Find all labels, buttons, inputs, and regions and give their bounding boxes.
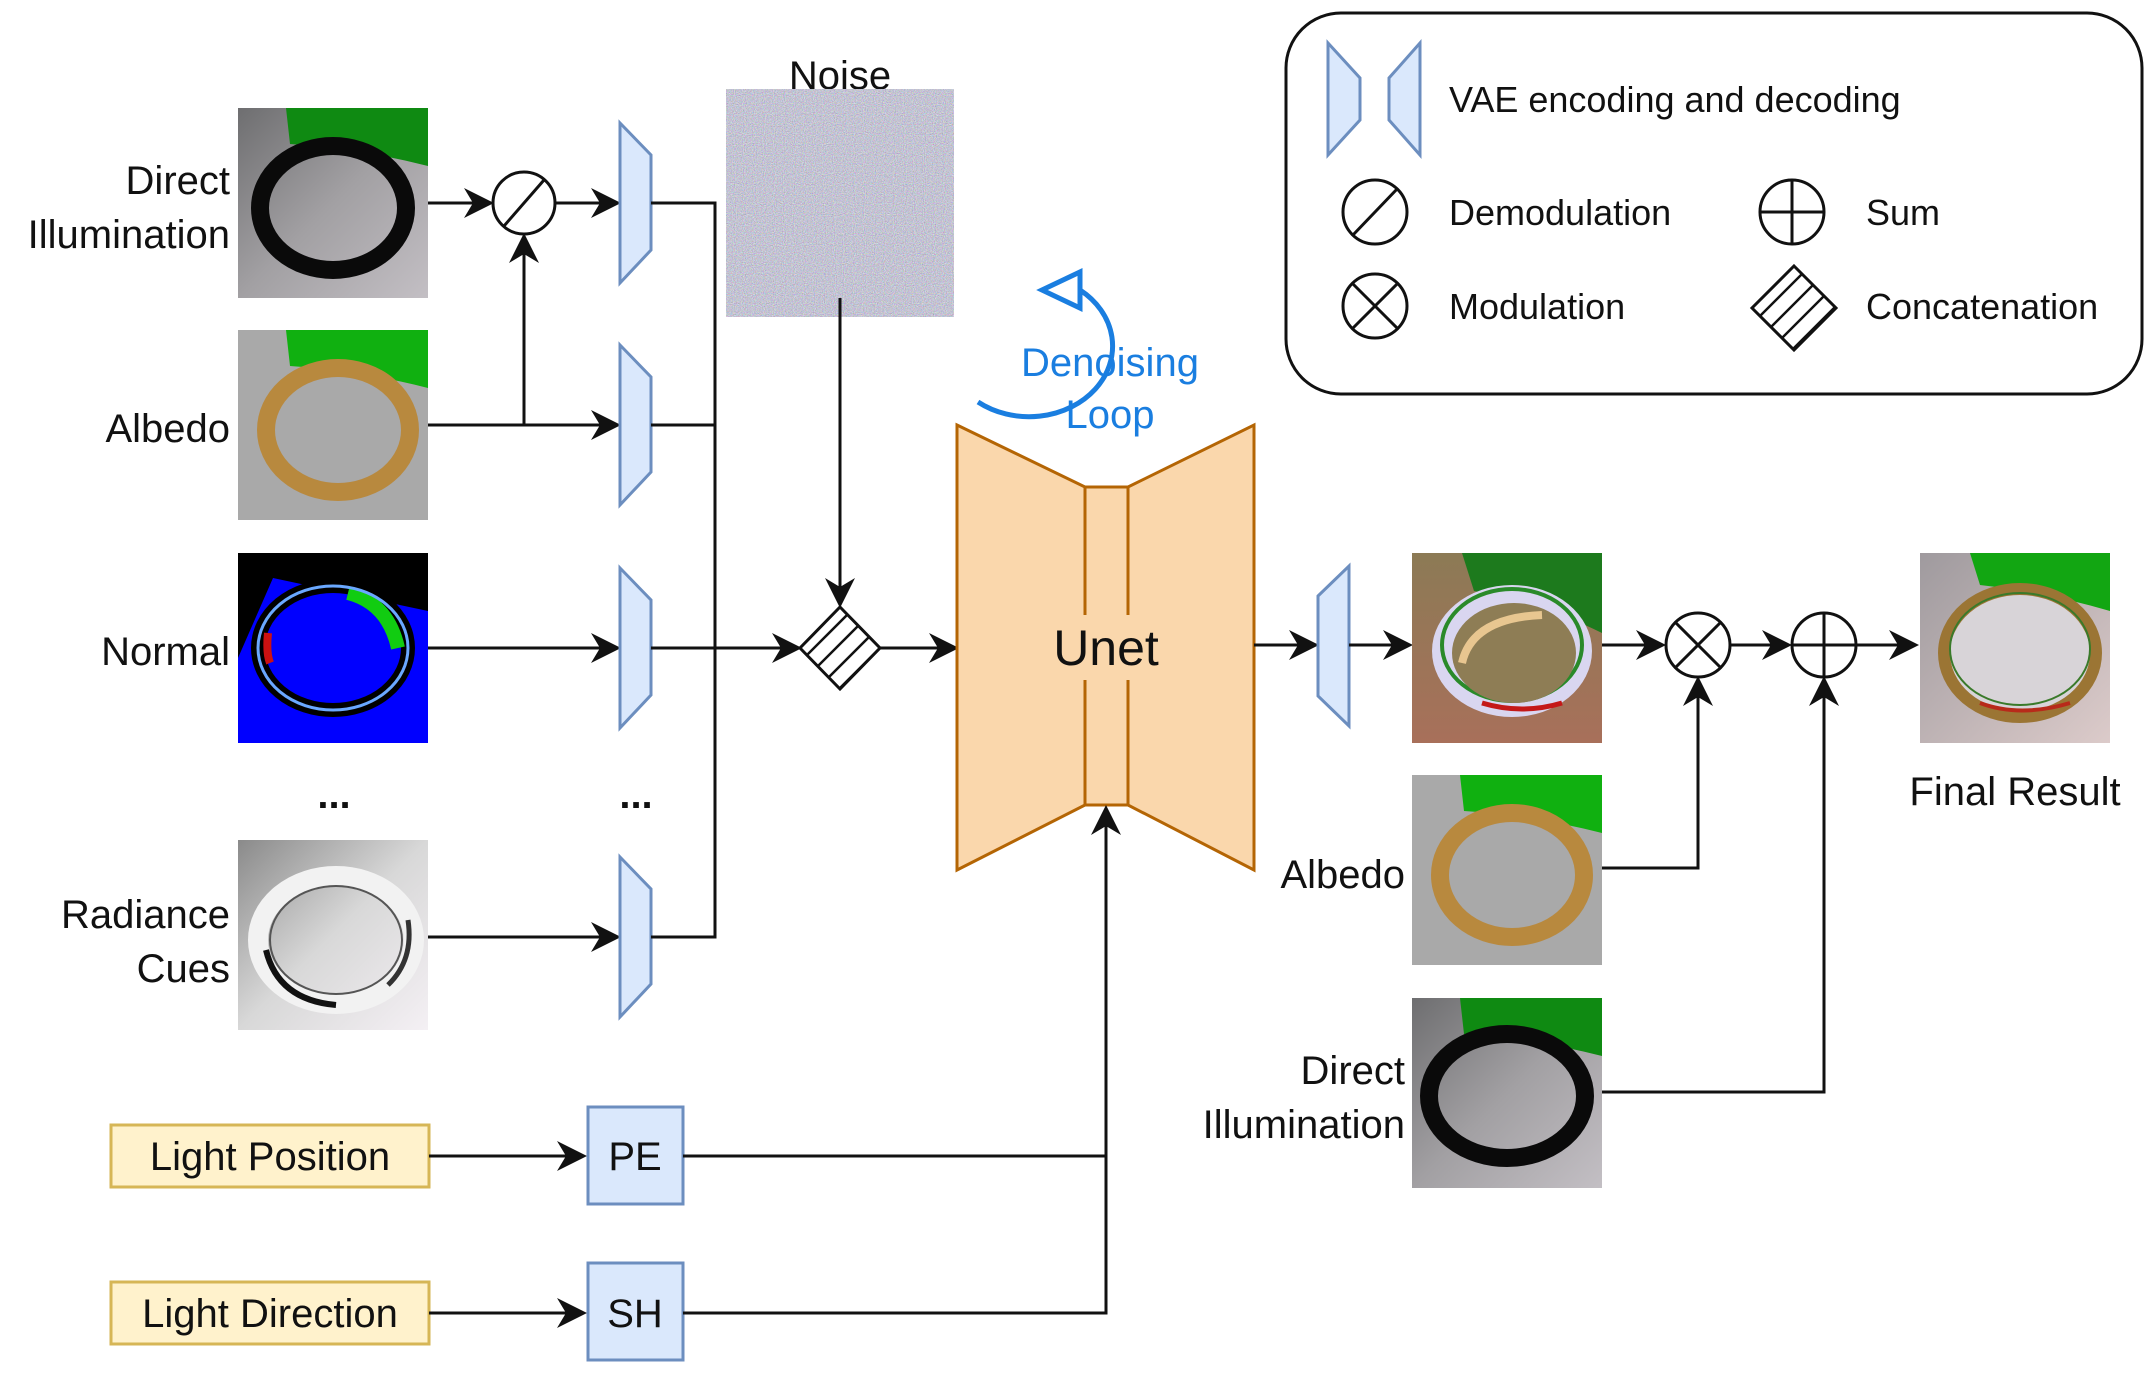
- legend-label-vae: VAE encoding and decoding: [1449, 79, 1901, 120]
- output-albedo-image: [1412, 775, 1602, 965]
- input-label-direct: Direct: [126, 159, 230, 203]
- input-image-direct-illumination: [238, 108, 428, 298]
- ellipsis-encoders: ...: [619, 773, 652, 817]
- modulation-icon: [1341, 272, 1409, 340]
- unet-label: Unet: [1053, 620, 1159, 676]
- output-direct-illumination-image: [1412, 998, 1602, 1188]
- condition-label-light-position: Light Position: [150, 1135, 390, 1179]
- loop-label-loop: Loop: [1066, 393, 1155, 437]
- input-label-normal: Normal: [101, 630, 230, 674]
- vae-encoder-3: [618, 564, 653, 732]
- vae-encoder-2: [618, 341, 653, 509]
- legend-box: [1284, 11, 2144, 396]
- demodulation-operator: [491, 170, 557, 236]
- noise-image: [745, 108, 935, 298]
- pe-label: PE: [608, 1135, 661, 1179]
- vae-encoder-1: [618, 119, 653, 287]
- wire-direct-to-sum: [1602, 676, 1839, 1094]
- vae-trapezoid-icon: [1326, 39, 1422, 159]
- denoising-loop-arrow: [976, 268, 1116, 420]
- legend-label-modulation: Modulation: [1449, 286, 1625, 327]
- sum-operator: [1790, 611, 1858, 679]
- input-image-albedo: [238, 330, 428, 520]
- noise-label: Noise: [789, 54, 891, 98]
- input-image-radiance-cues: [238, 840, 428, 1030]
- legend-label-concatenation: Concatenation: [1866, 286, 2098, 327]
- wire-albedo-to-modulation: [1602, 676, 1713, 870]
- wire-encoder-bus: [651, 201, 717, 939]
- vae-encoder-4: [618, 853, 653, 1021]
- concatenation-operator: [797, 604, 883, 692]
- sum-icon: [1758, 178, 1826, 246]
- output-label-albedo: Albedo: [1280, 853, 1405, 897]
- sh-label: SH: [607, 1292, 663, 1336]
- loop-label-denoising: Denoising: [1021, 341, 1199, 385]
- condition-light-position: [109, 1123, 431, 1189]
- condition-light-direction: [109, 1280, 431, 1346]
- demodulation-icon: [1341, 178, 1409, 246]
- output-label-illumination: Illumination: [1203, 1103, 1405, 1147]
- input-label-cues: Cues: [137, 947, 230, 991]
- modulation-operator: [1664, 611, 1732, 679]
- input-label-illumination: Illumination: [28, 213, 230, 257]
- output-label-direct: Direct: [1301, 1049, 1405, 1093]
- input-label-albedo: Albedo: [105, 407, 230, 451]
- legend-label-sum: Sum: [1866, 192, 1940, 233]
- wire-conditions-to-unet: [683, 808, 1106, 1315]
- input-label-radiance: Radiance: [61, 893, 230, 937]
- sh-encoder-box: [586, 1261, 685, 1362]
- input-image-normal: [238, 553, 428, 743]
- unet-output-image: [1412, 553, 1602, 743]
- condition-label-light-direction: Light Direction: [142, 1292, 398, 1336]
- vae-decoder: [1316, 562, 1351, 730]
- final-result-label: Final Result: [1909, 770, 2120, 814]
- final-result-image: [1920, 553, 2110, 743]
- legend-label-demodulation: Demodulation: [1449, 192, 1671, 233]
- ellipsis-images: ...: [317, 773, 350, 817]
